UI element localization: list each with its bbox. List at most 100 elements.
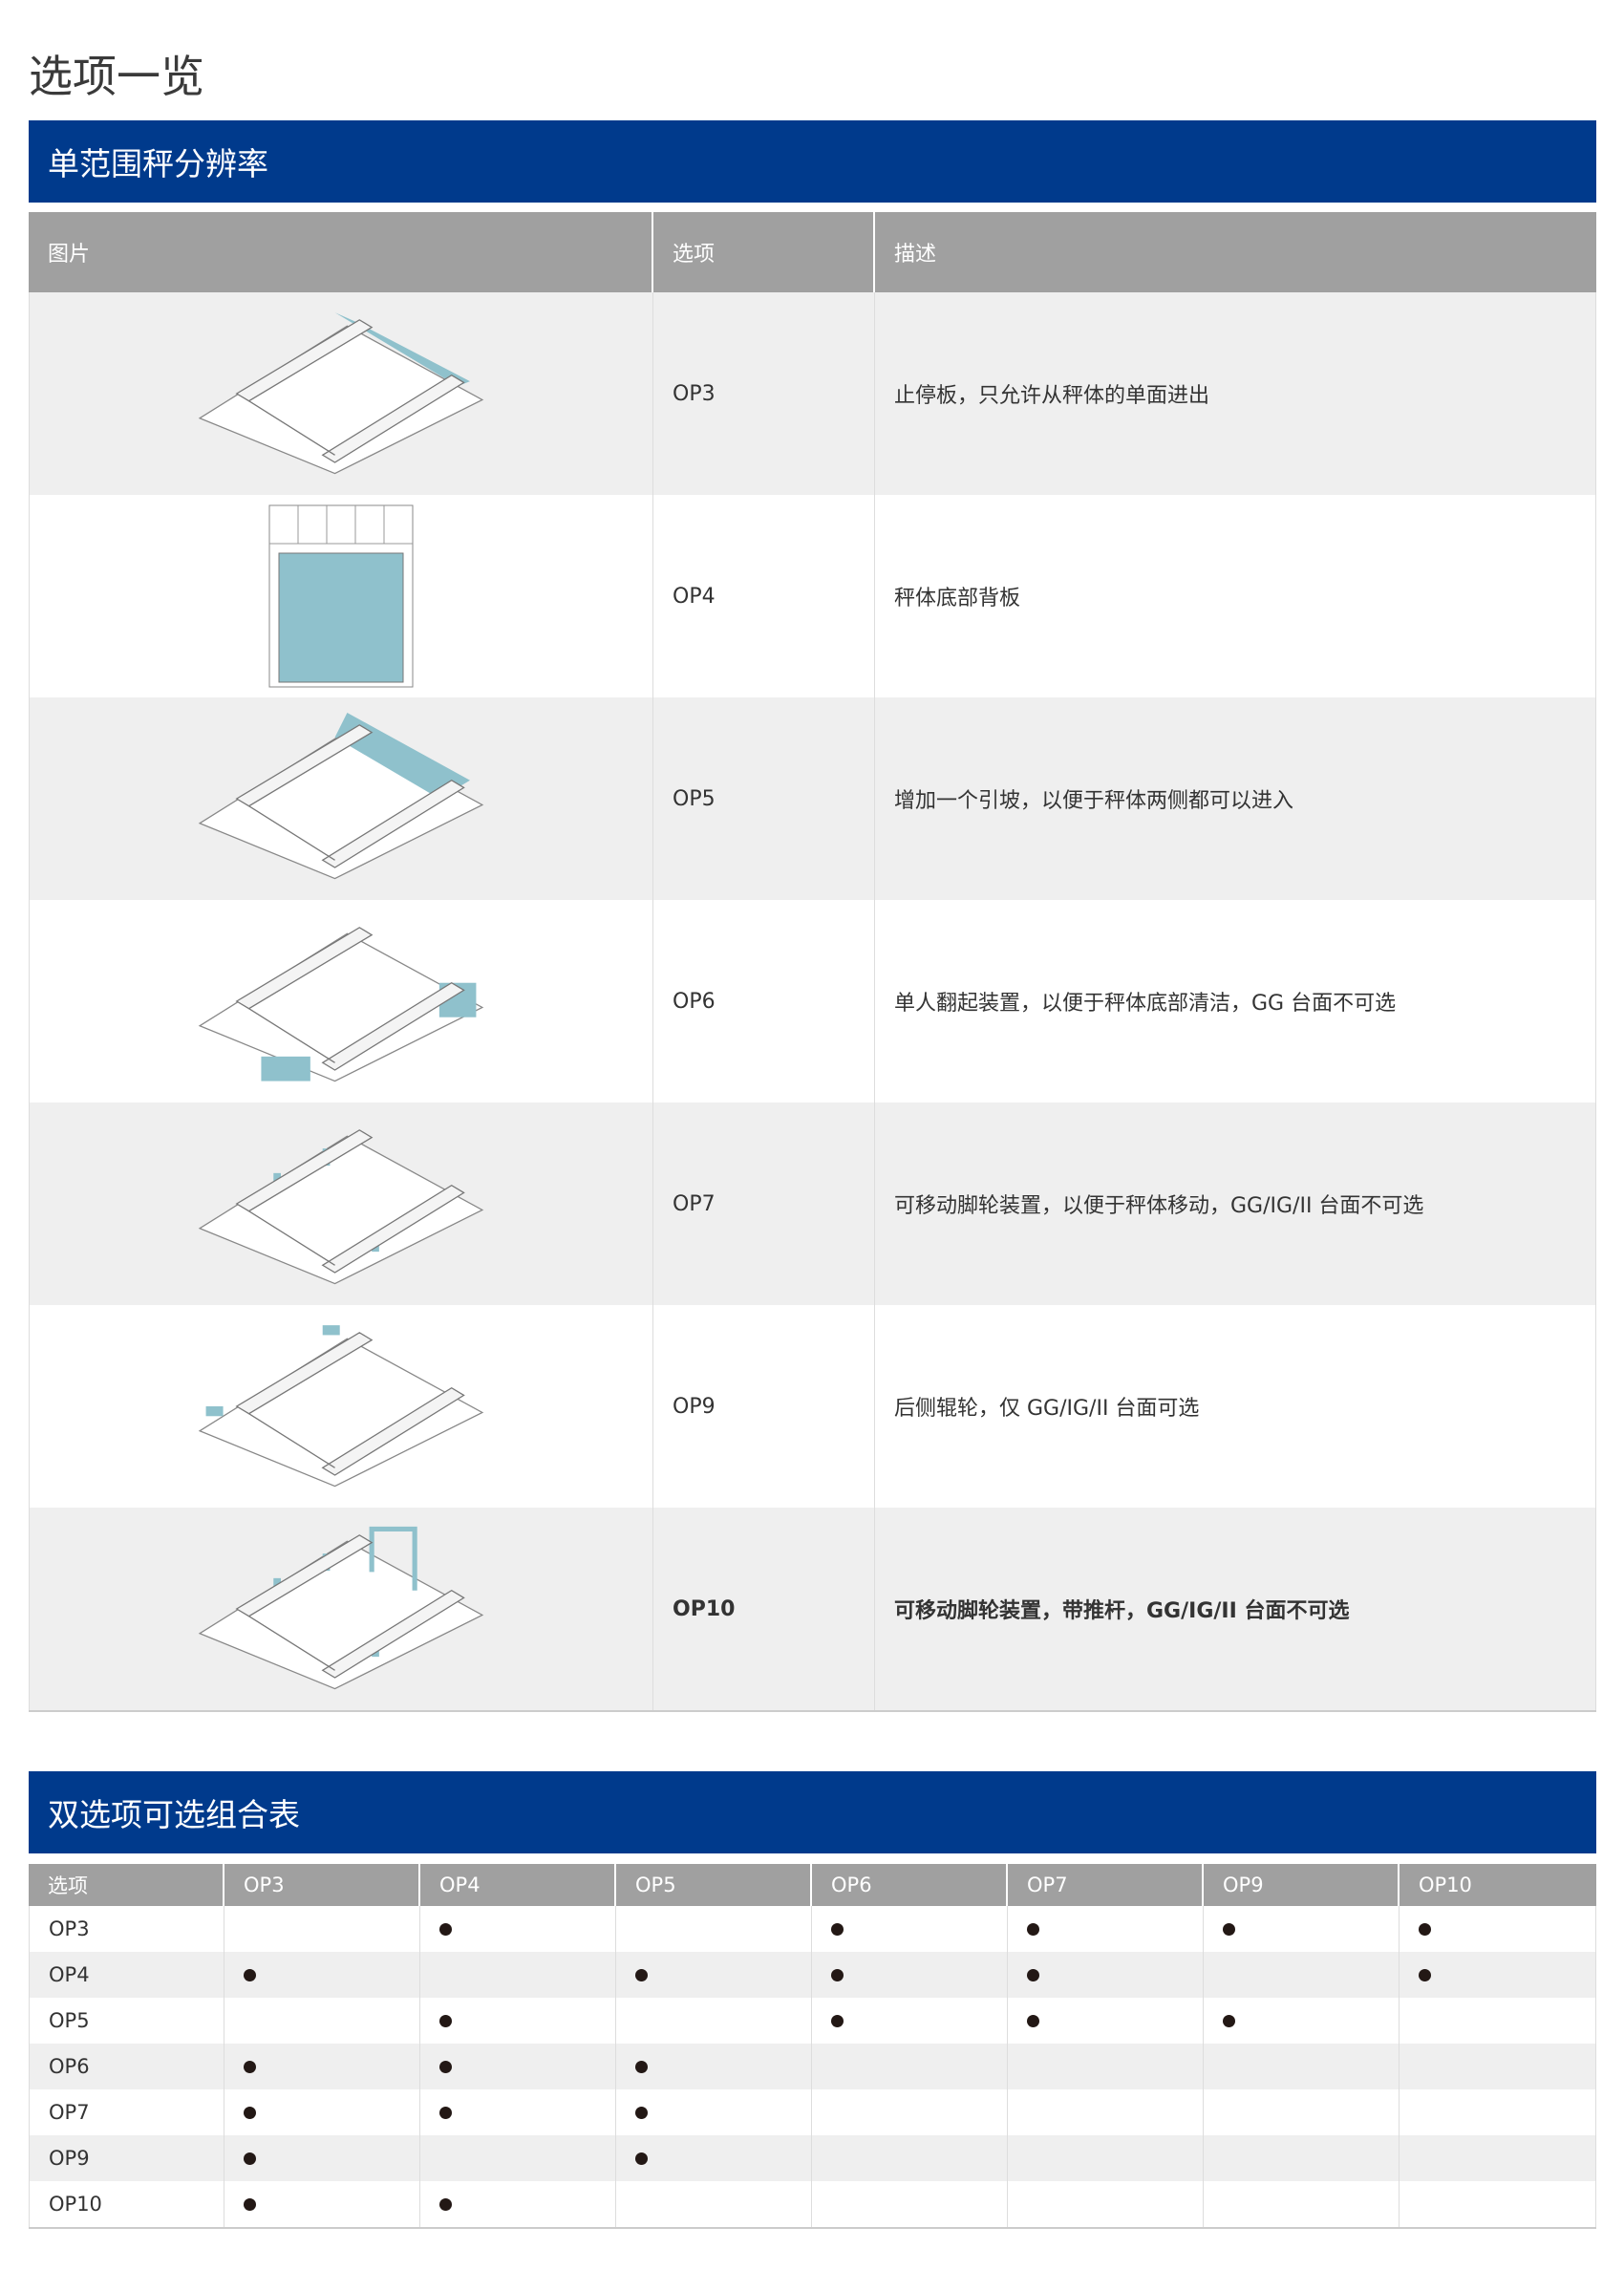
compatible-dot-icon — [831, 2014, 844, 2027]
product-image-platform-lift-device — [29, 900, 653, 1103]
combination-cell — [1400, 1906, 1596, 1952]
combination-cell — [812, 2181, 1008, 2227]
combination-cell — [1400, 2044, 1596, 2089]
compatible-dot-icon — [1027, 1968, 1039, 1981]
header-image: 图片 — [29, 212, 653, 292]
option-description: 后侧辊轮，仅 GG/IG/II 台面可选 — [875, 1305, 1596, 1508]
column-header: 选项 — [29, 1864, 224, 1906]
page-title: 选项一览 — [29, 51, 204, 102]
table-row: OP10 — [29, 2181, 1596, 2227]
combination-cell — [616, 1998, 812, 2044]
combination-cell — [420, 1952, 616, 1998]
combination-cell — [812, 1906, 1008, 1952]
table-row: OP5 增加一个引坡，以便于秤体两侧都可以进入 — [29, 697, 1596, 900]
column-header: OP7 — [1008, 1864, 1204, 1906]
combination-cell — [1204, 2181, 1400, 2227]
option-description: 可移动脚轮装置，以便于秤体移动，GG/IG/II 台面不可选 — [875, 1103, 1596, 1305]
table-row: OP3 止停板，只允许从秤体的单面进出 — [29, 292, 1596, 495]
option-description: 单人翻起装置，以便于秤体底部清洁，GG 台面不可选 — [875, 900, 1596, 1103]
table-row: OP7 可移动脚轮装置，以便于秤体移动，GG/IG/II 台面不可选 — [29, 1103, 1596, 1305]
table-row: OP5 — [29, 1998, 1596, 2044]
combination-cell — [1008, 2135, 1204, 2181]
section-combination-header: 双选项可选组合表 — [29, 1771, 1596, 1853]
compatible-dot-icon — [439, 2197, 452, 2211]
combination-cell — [1400, 2089, 1596, 2135]
option-code: OP5 — [653, 697, 875, 900]
compatible-dot-icon — [244, 2106, 256, 2119]
combination-cell — [1204, 2044, 1400, 2089]
column-header: OP9 — [1204, 1864, 1400, 1906]
combination-cell — [1008, 1906, 1204, 1952]
row-option: OP10 — [29, 2181, 224, 2227]
option-code: OP9 — [653, 1305, 875, 1508]
table-row: OP6 单人翻起装置，以便于秤体底部清洁，GG 台面不可选 — [29, 900, 1596, 1103]
option-description: 止停板，只允许从秤体的单面进出 — [875, 292, 1596, 495]
table-row: OP7 — [29, 2089, 1596, 2135]
row-option: OP7 — [29, 2089, 224, 2135]
combination-cell — [420, 1906, 616, 1952]
combination-cell — [224, 1998, 420, 2044]
column-header: OP4 — [420, 1864, 616, 1906]
combination-cell — [1008, 1998, 1204, 2044]
option-description: 增加一个引坡，以便于秤体两侧都可以进入 — [875, 697, 1596, 900]
row-option: OP5 — [29, 1998, 224, 2044]
combination-cell — [1008, 2044, 1204, 2089]
compatible-dot-icon — [244, 2152, 256, 2165]
combination-cell — [224, 1906, 420, 1952]
options-table-header: 图片 选项 描述 — [29, 212, 1596, 292]
combination-cell — [616, 2135, 812, 2181]
column-header: OP3 — [224, 1864, 420, 1906]
product-image-platform-extra-ramp — [29, 697, 653, 900]
compatible-dot-icon — [635, 2152, 648, 2165]
column-header: OP6 — [812, 1864, 1008, 1906]
compatible-dot-icon — [635, 2060, 648, 2073]
option-code: OP7 — [653, 1103, 875, 1305]
product-image-platform-casters-handle — [29, 1508, 653, 1710]
combination-cell — [1400, 2181, 1596, 2227]
compatible-dot-icon — [1419, 1968, 1431, 1981]
column-header: OP5 — [616, 1864, 812, 1906]
combination-cell — [812, 1998, 1008, 2044]
combination-cell — [812, 2135, 1008, 2181]
options-table: 图片 选项 描述 OP3 止停板，只允许从秤体的单面进出 OP4 秤体底部背板 … — [29, 212, 1596, 1712]
combination-cell — [616, 1906, 812, 1952]
combination-cell — [616, 2089, 812, 2135]
combination-cell — [1008, 1952, 1204, 1998]
combination-cell — [224, 2089, 420, 2135]
combination-cell — [616, 2044, 812, 2089]
compatible-dot-icon — [1223, 1922, 1235, 1936]
combination-cell — [420, 2181, 616, 2227]
combination-cell — [1204, 1906, 1400, 1952]
option-description: 秤体底部背板 — [875, 495, 1596, 697]
combination-cell — [420, 2135, 616, 2181]
product-image-platform-bottom-plate — [29, 495, 653, 697]
compatible-dot-icon — [1027, 1922, 1039, 1936]
combination-cell — [812, 2089, 1008, 2135]
combination-cell — [1400, 1952, 1596, 1998]
product-image-platform-rear-rollers — [29, 1305, 653, 1508]
compatible-dot-icon — [1027, 2014, 1039, 2027]
option-description: 可移动脚轮装置，带推杆，GG/IG/II 台面不可选 — [875, 1508, 1596, 1710]
option-code: OP3 — [653, 292, 875, 495]
combination-cell — [420, 1998, 616, 2044]
compatible-dot-icon — [635, 1968, 648, 1981]
row-option: OP9 — [29, 2135, 224, 2181]
compatible-dot-icon — [635, 2106, 648, 2119]
combination-cell — [1204, 2089, 1400, 2135]
combination-cell — [224, 1952, 420, 1998]
combination-cell — [1204, 1998, 1400, 2044]
table-row: OP4 秤体底部背板 — [29, 495, 1596, 697]
header-option: 选项 — [653, 212, 875, 292]
product-image-platform-stop-plate — [29, 292, 653, 495]
combination-cell — [224, 2044, 420, 2089]
table-row: OP3 — [29, 1906, 1596, 1952]
table-row: OP4 — [29, 1952, 1596, 1998]
column-header: OP10 — [1419, 1874, 1472, 1896]
table-row: OP10 可移动脚轮装置，带推杆，GG/IG/II 台面不可选 — [29, 1508, 1596, 1710]
combination-cell — [812, 1952, 1008, 1998]
compatible-dot-icon — [1419, 1922, 1431, 1936]
combination-cell — [1400, 2135, 1596, 2181]
compatible-dot-icon — [831, 1968, 844, 1981]
